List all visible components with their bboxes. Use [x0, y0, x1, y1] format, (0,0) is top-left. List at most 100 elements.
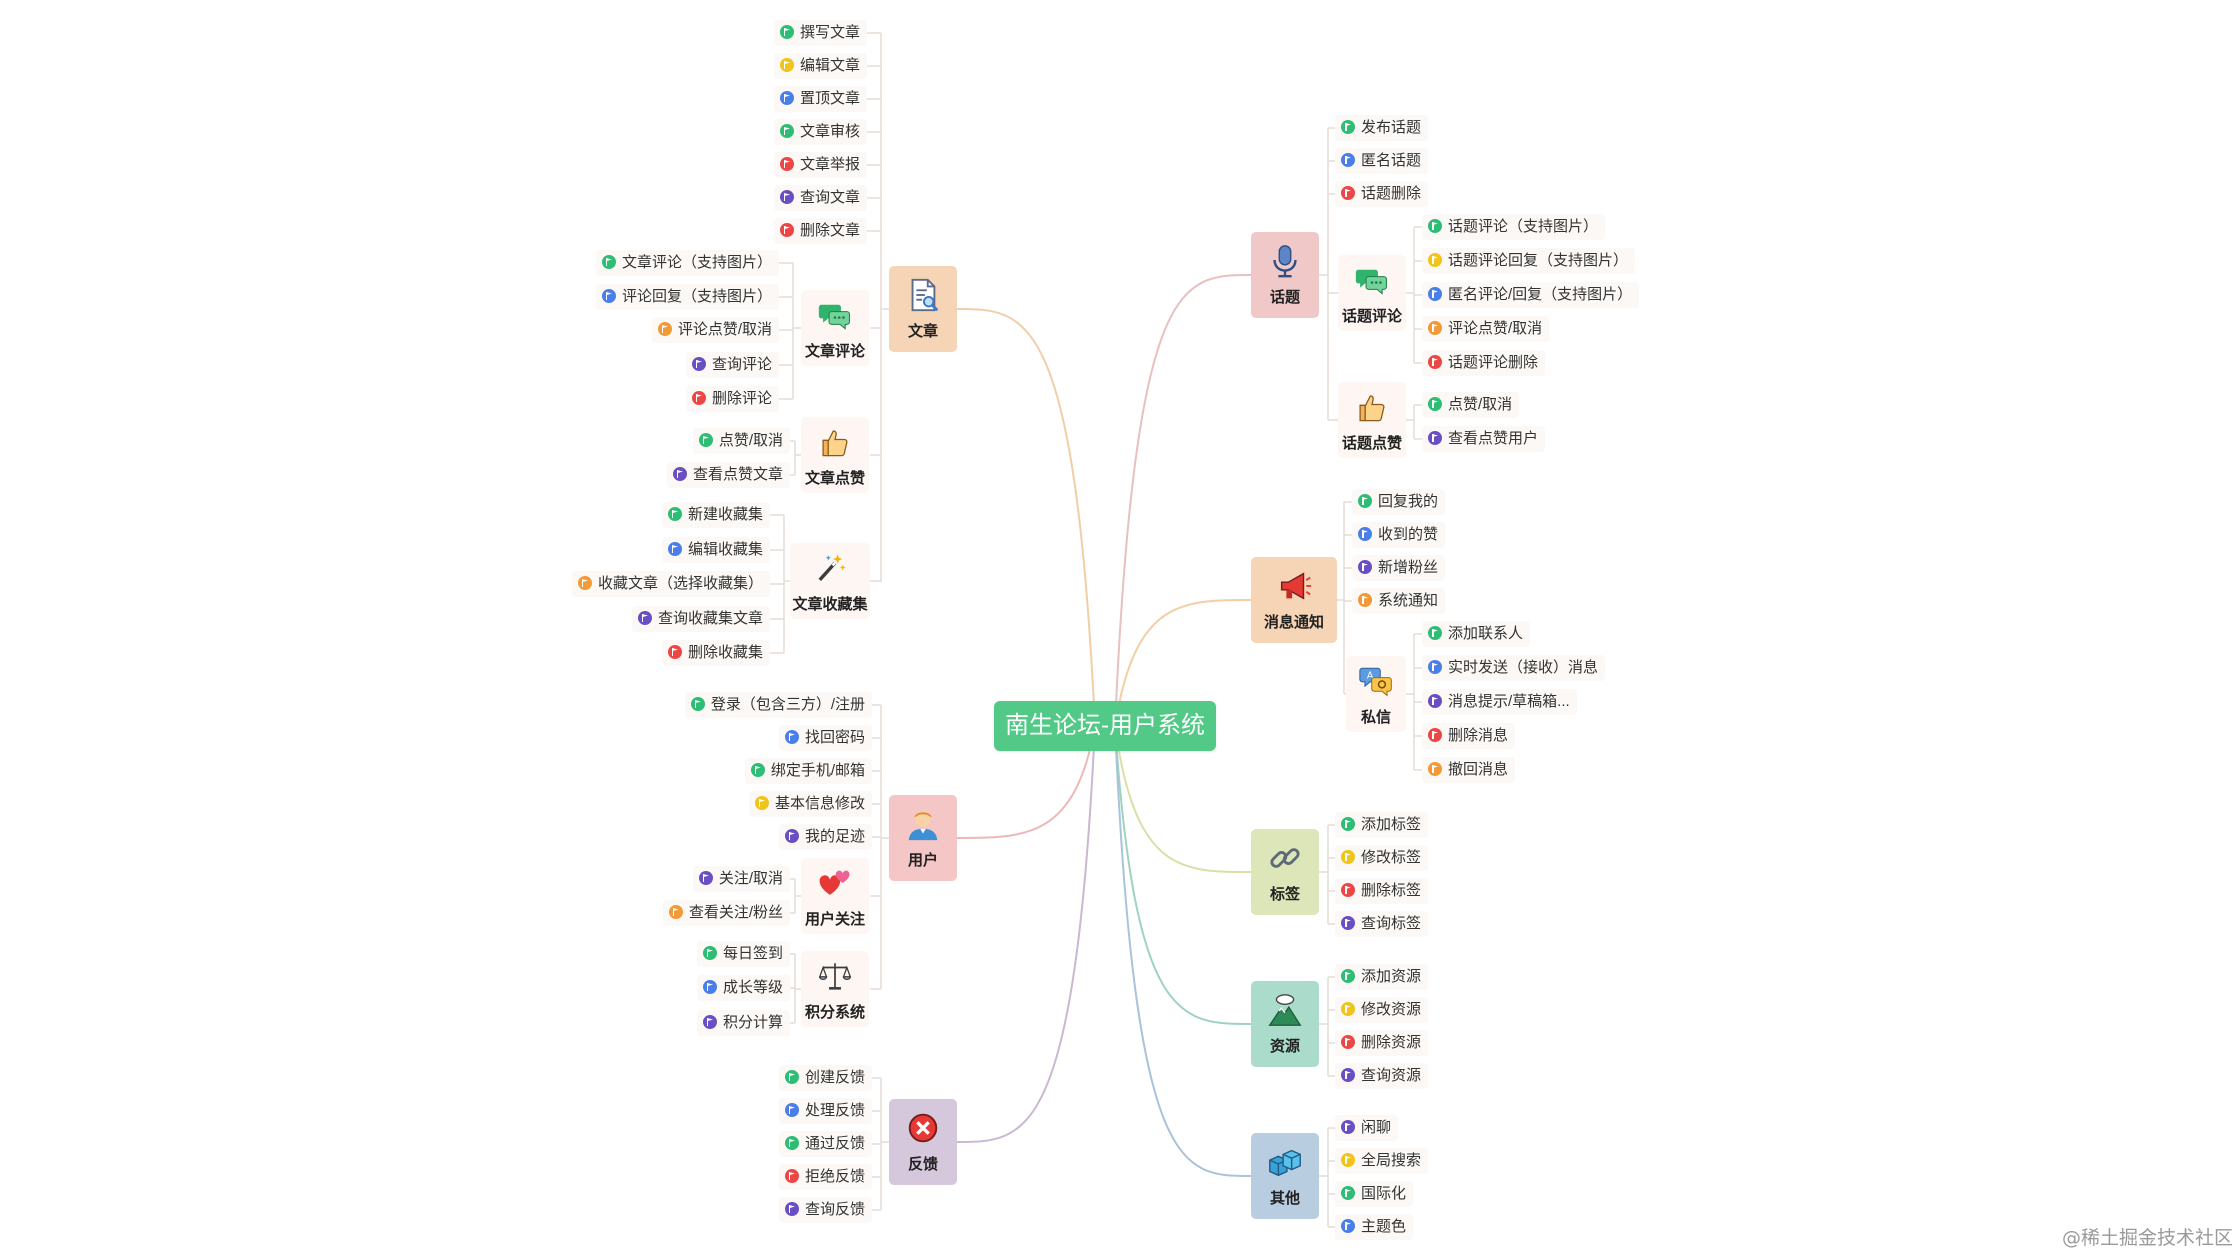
- branch-tag[interactable]: 标签: [1251, 829, 1319, 915]
- leaf-item[interactable]: 话题删除: [1335, 181, 1429, 207]
- subtopic-topic-like[interactable]: 话题点赞: [1338, 382, 1406, 458]
- flag-icon: [1358, 593, 1372, 607]
- leaf-item[interactable]: 绑定手机/邮箱: [744, 758, 872, 784]
- leaf-item[interactable]: 找回密码: [778, 725, 872, 751]
- leaf-item[interactable]: 实时发送（接收）消息: [1422, 655, 1606, 681]
- leaf-item[interactable]: 添加联系人: [1422, 621, 1531, 647]
- leaf-item[interactable]: 评论点赞/取消: [1422, 316, 1550, 342]
- leaf-item[interactable]: 撤回消息: [1422, 757, 1516, 783]
- leaf-item[interactable]: 查询标签: [1335, 911, 1429, 937]
- leaf-item[interactable]: 删除标签: [1335, 878, 1429, 904]
- leaf-item[interactable]: 全局搜索: [1335, 1148, 1429, 1174]
- flag-icon: [1428, 219, 1442, 233]
- leaf-item[interactable]: 文章举报: [773, 152, 867, 178]
- leaf-label: 查询反馈: [804, 1201, 865, 1218]
- leaf-item[interactable]: 删除评论: [685, 386, 779, 412]
- leaf-item[interactable]: 国际化: [1335, 1181, 1414, 1207]
- leaf-item[interactable]: 发布话题: [1335, 115, 1429, 141]
- flag-icon: [1341, 850, 1355, 864]
- leaf-item[interactable]: 我的足迹: [778, 824, 872, 850]
- leaf-item[interactable]: 新增粉丝: [1352, 555, 1446, 581]
- flag-icon: [601, 255, 616, 269]
- branch-resource[interactable]: 资源: [1251, 981, 1319, 1067]
- leaf-item[interactable]: 创建反馈: [778, 1065, 872, 1091]
- leaf-item[interactable]: 通过反馈: [778, 1131, 872, 1157]
- leaf-item[interactable]: 话题评论（支持图片）: [1422, 214, 1606, 240]
- leaf-item[interactable]: 积分计算: [696, 1010, 790, 1036]
- leaf-item[interactable]: 话题评论回复（支持图片）: [1422, 248, 1636, 274]
- leaf-item[interactable]: 编辑文章: [773, 53, 867, 79]
- leaf-item[interactable]: 收到的赞: [1352, 522, 1446, 548]
- leaf-item[interactable]: 点赞/取消: [692, 428, 790, 454]
- leaf-item[interactable]: 编辑收藏集: [661, 537, 770, 563]
- leaf-item[interactable]: 新建收藏集: [661, 502, 770, 528]
- branch-article[interactable]: 文章: [889, 266, 957, 352]
- leaf-item[interactable]: 修改资源: [1335, 997, 1429, 1023]
- subtopic-points-system[interactable]: 积分系统: [801, 951, 869, 1027]
- leaf-item[interactable]: 基本信息修改: [748, 791, 872, 817]
- leaf-item[interactable]: 话题评论删除: [1422, 350, 1546, 376]
- leaf-item[interactable]: 点赞/取消: [1422, 392, 1520, 418]
- leaf-label: 回复我的: [1378, 493, 1439, 510]
- leaf-item[interactable]: 主题色: [1335, 1214, 1414, 1240]
- leaf-item[interactable]: 修改标签: [1335, 845, 1429, 871]
- subtopic-article-comment[interactable]: 文章评论: [801, 290, 869, 366]
- branch-topic[interactable]: 话题: [1251, 232, 1319, 318]
- branch-user[interactable]: 用户: [889, 795, 957, 881]
- leaf-item[interactable]: 闲聊: [1335, 1115, 1399, 1141]
- leaf-item[interactable]: 查看关注/粉丝: [662, 900, 790, 926]
- leaf-item[interactable]: 每日签到: [696, 941, 790, 967]
- leaf-item[interactable]: 查询收藏集文章: [631, 606, 770, 632]
- leaf-item[interactable]: 处理反馈: [778, 1098, 872, 1124]
- leaf-item[interactable]: 匿名话题: [1335, 148, 1429, 174]
- leaf-item[interactable]: 查看点赞用户: [1422, 426, 1546, 452]
- leaf-item[interactable]: 关注/取消: [692, 866, 790, 892]
- leaf-item[interactable]: 系统通知: [1352, 588, 1446, 614]
- leaf-item[interactable]: 评论回复（支持图片）: [595, 284, 779, 310]
- branch-label: 用户: [907, 852, 938, 869]
- leaf-item[interactable]: 查询文章: [773, 185, 867, 211]
- leaf-item[interactable]: 收藏文章（选择收藏集）: [571, 571, 770, 597]
- leaf-item[interactable]: 查看点赞文章: [666, 462, 790, 488]
- leaf-item[interactable]: 消息提示/草稿箱...: [1422, 689, 1577, 715]
- central-topic[interactable]: 南生论坛-用户系统: [994, 701, 1216, 751]
- leaf-item[interactable]: 删除消息: [1422, 723, 1516, 749]
- leaf-item[interactable]: 文章评论（支持图片）: [595, 250, 779, 276]
- flag-icon: [702, 1015, 717, 1029]
- branch-feedback[interactable]: 反馈: [889, 1099, 957, 1185]
- leaf-item[interactable]: 置顶文章: [773, 86, 867, 112]
- leaf-item[interactable]: 成长等级: [696, 975, 790, 1001]
- leaf-item[interactable]: 添加资源: [1335, 964, 1429, 990]
- leaf-item[interactable]: 查询评论: [685, 352, 779, 378]
- leaf-item[interactable]: 评论点赞/取消: [651, 317, 779, 343]
- subtopic-private-message[interactable]: A 私信: [1346, 656, 1406, 732]
- subtopic-article-like[interactable]: 文章点赞: [801, 417, 869, 493]
- subtopic-article-collection[interactable]: 文章收藏集: [790, 543, 870, 619]
- leaf-item[interactable]: 文章审核: [773, 119, 867, 145]
- leaf-item[interactable]: 登录（包含三方）/注册: [684, 692, 872, 718]
- leaf-item[interactable]: 回复我的: [1352, 489, 1446, 515]
- leaf-item[interactable]: 删除收藏集: [661, 640, 770, 666]
- leaf-label: 评论点赞/取消: [1448, 320, 1543, 337]
- leaf-item[interactable]: 删除资源: [1335, 1030, 1429, 1056]
- leaf-item[interactable]: 撰写文章: [773, 20, 867, 46]
- leaf-item[interactable]: 删除文章: [773, 218, 867, 244]
- subtopic-topic-comment[interactable]: 话题评论: [1338, 255, 1406, 331]
- leaf-label: 撤回消息: [1448, 761, 1509, 778]
- leaf-label: 删除文章: [799, 222, 860, 239]
- leaf-item[interactable]: 拒绝反馈: [778, 1164, 872, 1190]
- leaf-label: 创建反馈: [804, 1069, 865, 1086]
- leaf-label: 我的足迹: [804, 828, 865, 845]
- leaf-label: 发布话题: [1361, 119, 1422, 136]
- flag-icon: [779, 91, 794, 105]
- flag-icon: [1341, 1035, 1355, 1049]
- leaf-item[interactable]: 添加标签: [1335, 812, 1429, 838]
- branch-notify[interactable]: 消息通知: [1251, 557, 1337, 643]
- subtopic-user-follow[interactable]: 用户关注: [801, 858, 869, 934]
- microphone-icon: [1273, 245, 1297, 278]
- branch-other[interactable]: 其他: [1251, 1133, 1319, 1219]
- leaf-item[interactable]: 匿名评论/回复（支持图片）: [1422, 282, 1640, 308]
- leaf-item[interactable]: 查询反馈: [778, 1197, 872, 1223]
- leaf-item[interactable]: 查询资源: [1335, 1063, 1429, 1089]
